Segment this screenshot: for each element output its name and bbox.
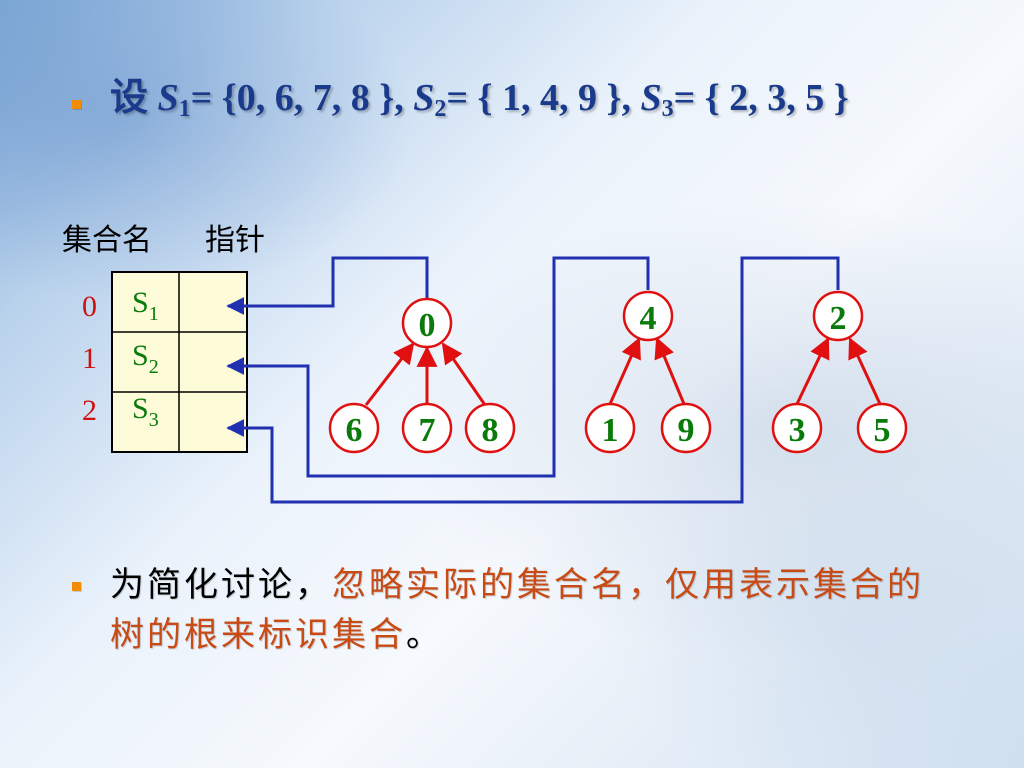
pointer-line-s2: [226, 256, 650, 478]
svg-text:4: 4: [640, 300, 657, 337]
table-header-pointer: 指针: [205, 224, 265, 257]
bullet-simplification-note: 为简化讨论，忽略实际的集合名，仅用表示集合的树的根来标识集合。: [72, 560, 972, 660]
note-end-punctuation: 。: [406, 615, 443, 655]
set-name-cell-2: S3: [132, 392, 159, 431]
set-s2-symbol: S: [413, 77, 435, 119]
pointer-line-s3: [226, 256, 840, 504]
bullet-sets-definition: 设 S1= {0, 6, 7, 8 }, S2= { 1, 4, 9 }, S3…: [72, 70, 972, 126]
simplification-note-text: 为简化讨论，忽略实际的集合名，仅用表示集合的树的根来标识集合。: [110, 560, 940, 660]
svg-text:0: 0: [419, 307, 436, 344]
row-index-0: 0: [82, 290, 97, 323]
set-s1-value: = {0, 6, 7, 8 },: [190, 77, 414, 119]
svg-text:6: 6: [346, 412, 363, 449]
tree-edge: [608, 337, 641, 405]
tree-edge: [654, 337, 686, 405]
note-plain-text: 为简化讨论，: [110, 565, 332, 605]
set-name: S: [132, 286, 149, 319]
bullet-square-icon: [72, 100, 81, 109]
svg-text:1: 1: [602, 412, 619, 449]
tree-edge: [795, 337, 830, 405]
svg-text:3: 3: [789, 412, 806, 449]
tree-node-root: 4: [622, 290, 674, 342]
set-s3-value: = { 2, 3, 5 }: [673, 77, 849, 119]
set-s1-symbol: S: [157, 77, 179, 119]
set-name: S: [132, 392, 149, 425]
tree-node: 7: [401, 402, 453, 454]
tree-node: 1: [584, 402, 636, 454]
sets-definition-text: 设 S1= {0, 6, 7, 8 }, S2= { 1, 4, 9 }, S3…: [110, 70, 950, 126]
set-name-subscript: 2: [149, 356, 159, 378]
bullet-square-icon: [72, 582, 81, 591]
tree-node-root: 0: [401, 297, 453, 349]
set-s3-symbol: S: [640, 77, 662, 119]
set-s3-subscript: 3: [661, 96, 674, 122]
set-name-cell-0: S1: [132, 286, 159, 325]
svg-text:8: 8: [482, 412, 499, 449]
row-index-1: 1: [82, 342, 97, 375]
set-s2-value: = { 1, 4, 9 },: [446, 77, 641, 119]
tree-edge: [848, 337, 882, 405]
tree-node: 3: [771, 402, 823, 454]
svg-text:9: 9: [678, 412, 695, 449]
tree-node: 6: [328, 402, 380, 454]
set-name-subscript: 3: [149, 409, 159, 431]
row-index-2: 2: [82, 394, 97, 427]
tree-node: 5: [856, 402, 908, 454]
tree-node-root: 2: [812, 290, 864, 342]
tree-node: 9: [660, 402, 712, 454]
tree-edge: [441, 342, 487, 406]
svg-text:7: 7: [419, 412, 436, 449]
pointer-line-s1: [226, 256, 429, 315]
prefix-text: 设: [110, 77, 158, 119]
svg-text:5: 5: [874, 412, 891, 449]
set-s1-subscript: 1: [178, 96, 191, 122]
set-name: S: [132, 339, 149, 372]
tree-node: 8: [464, 402, 516, 454]
tree-edge: [364, 342, 415, 406]
set-name-subscript: 1: [149, 303, 159, 325]
table-header-name: 集合名: [62, 224, 152, 257]
set-s2-subscript: 2: [434, 96, 447, 122]
svg-text:2: 2: [830, 300, 847, 337]
note-emphasis-text: 忽略实际的集合名，仅用表示集合的树的根来标识集合: [110, 565, 924, 655]
set-name-cell-1: S2: [132, 339, 159, 378]
